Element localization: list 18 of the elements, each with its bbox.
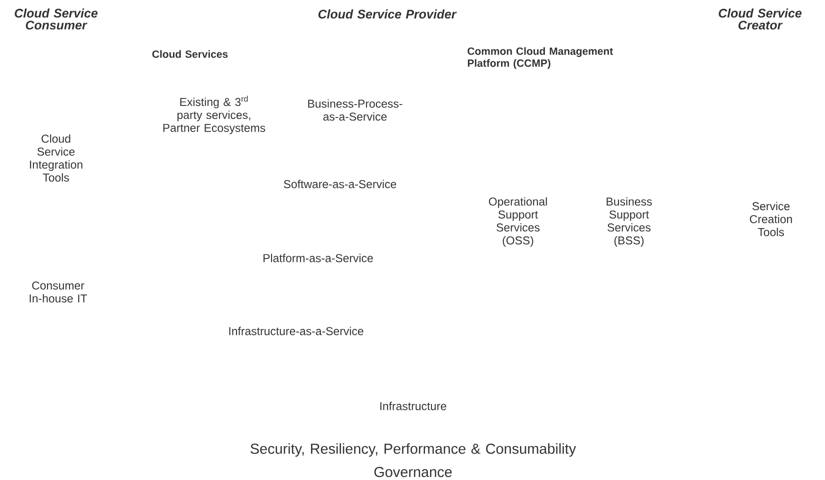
role-heading: Cloud Service Consumer — [14, 8, 98, 30]
service-label: Business-Process- as-a-Service — [308, 99, 402, 121]
service-label: Operational Support Services (OSS) — [488, 197, 547, 247]
layer-label: Infrastructure-as-a-Service — [229, 326, 364, 336]
service-label: Existing & 3$^{rd}$ party services, Partner Ecosystems — [163, 96, 266, 134]
layer-label: Infrastructure — [380, 402, 446, 410]
concern-label: Security, Resiliency, Performance & Consumability — [250, 443, 576, 457]
concern-label: Governance — [374, 466, 452, 478]
it-label: Consumer In-house IT — [30, 281, 88, 303]
role-heading: Cloud Service Creator — [718, 8, 802, 30]
tool-label: Cloud Service Integration Tools — [30, 134, 82, 182]
section-heading: Common Cloud Management Platform (CCMP) — [468, 47, 613, 69]
tool-label: Service Creation Tools — [750, 202, 792, 236]
section-heading: Cloud Services — [152, 50, 228, 58]
service-label: Business Support Services (BSS) — [606, 197, 652, 247]
layer-label: Platform-as-a-Service — [264, 254, 373, 262]
role-heading: Cloud Service Provider — [318, 9, 457, 19]
layer-label: Software-as-a-Service — [284, 180, 396, 188]
